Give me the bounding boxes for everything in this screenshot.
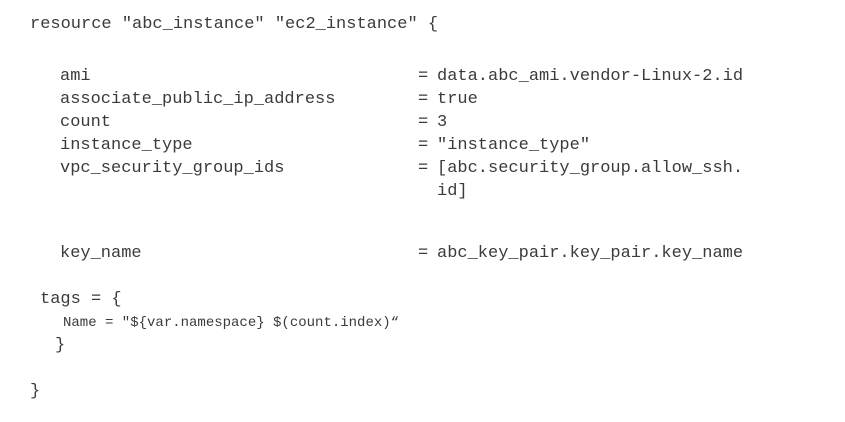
attribute-value-instance-type: "instance_type" [437,136,591,155]
attribute-value-count: 3 [437,113,448,132]
attribute-name-ami: ami [60,67,91,86]
attribute-equals-key-name: = [418,244,429,263]
attribute-name-count: count [60,113,112,132]
attribute-value-associate-public-ip-address: true [437,90,478,109]
attribute-equals-associate-public-ip-address: = [418,90,429,109]
tags-block-open-line: tags = { [40,290,122,309]
attribute-equals-count: = [418,113,429,132]
attribute-name-instance-type: instance_type [60,136,193,155]
attribute-name-key-name: key_name [60,244,142,263]
attribute-value-key-name: abc_key_pair.key_pair.key_name [437,244,744,263]
attribute-value-ami: data.abc_ami.vendor-Linux-2.id [437,67,744,86]
attribute-value-vpc-security-group-ids: [abc.security_group.allow_ssh. [437,159,744,178]
resource-header-line: resource "abc_instance" "ec2_instance" { [30,15,439,34]
attribute-equals-ami: = [418,67,429,86]
tags-block-close-line: } [55,336,66,355]
attribute-name-associate-public-ip-address: associate_public_ip_address [60,90,336,109]
resource-closing-brace: } [30,382,41,401]
attribute-name-vpc-security-group-ids: vpc_security_group_ids [60,159,285,178]
tags-block-name-line: Name = "${var.namespace} $(count.index)“ [63,315,400,331]
attribute-equals-vpc-security-group-ids: = [418,159,429,178]
attribute-value-continuation-vpc-security-group-ids: id] [437,182,468,201]
attribute-equals-instance-type: = [418,136,429,155]
